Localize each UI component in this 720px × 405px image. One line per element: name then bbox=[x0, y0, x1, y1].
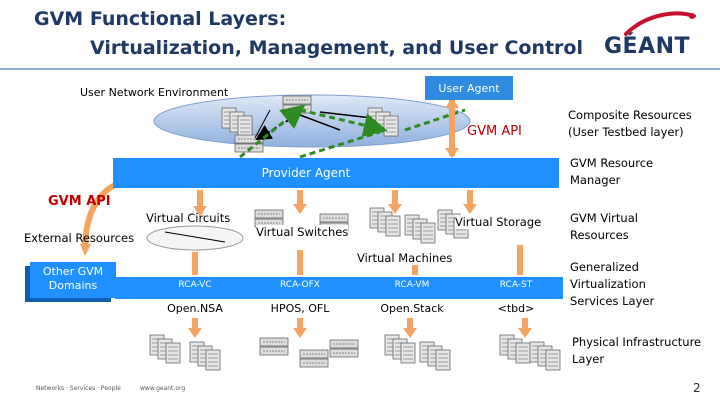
rca-vm-label: RCA-VM bbox=[394, 280, 430, 290]
page-number: 2 bbox=[693, 381, 701, 395]
gvm-virtual-resources-label: GVM Virtual Resources bbox=[570, 211, 638, 242]
virtual-storage-label: Virtual Storage bbox=[455, 215, 542, 229]
provider-agent-label: Provider Agent bbox=[261, 166, 351, 180]
impl-hpos-ofl: HPOS, OFL bbox=[270, 302, 330, 315]
footer-url: www.geant.org bbox=[140, 385, 186, 392]
other-gvm-domains-box: Other GVM Domains bbox=[30, 262, 116, 298]
slide-title-line1: GVM Functional Layers: bbox=[34, 8, 287, 30]
composite-resources-label: Composite Resources (User Testbed layer) bbox=[568, 108, 692, 139]
user-environment-ellipse bbox=[153, 94, 471, 148]
slide-title-line2: Virtualization, Management, and User Con… bbox=[90, 37, 583, 59]
virtual-circuits-label: Virtual Circuits bbox=[146, 211, 231, 225]
impl-opennsa: Open.NSA bbox=[167, 302, 223, 315]
virtual-machines-label: Virtual Machines bbox=[357, 251, 453, 265]
rca-ofx-label: RCA-OFX bbox=[280, 280, 320, 290]
rca-vc-label: RCA-VC bbox=[178, 280, 212, 290]
geant-logo: GÉANT bbox=[604, 34, 691, 59]
external-resources-label: External Resources bbox=[24, 231, 135, 245]
impl-openstack: Open.Stack bbox=[380, 302, 444, 315]
geant-logo-swoosh-icon bbox=[624, 11, 696, 36]
header-divider bbox=[0, 68, 720, 70]
provider-agent-bar: Provider Agent bbox=[113, 158, 559, 188]
user-agent-box: User Agent bbox=[425, 76, 513, 100]
rca-st-label: RCA-ST bbox=[499, 280, 533, 290]
user-network-environment-label: User Network Environment bbox=[80, 86, 229, 99]
virtual-switches-label: Virtual Switches bbox=[256, 225, 349, 239]
footer-tagline: Networks · Services · People bbox=[36, 385, 121, 392]
rca-bar bbox=[115, 277, 563, 299]
gvm-resource-manager-label: GVM Resource Manager bbox=[570, 156, 654, 187]
physical-infrastructure-label: Physical Infrastructure Layer bbox=[572, 335, 702, 366]
generalized-services-layer-label: Generalized Virtualization Services Laye… bbox=[570, 260, 655, 308]
impl-tbd: <tbd> bbox=[497, 302, 535, 315]
gvm-api-left-label: GVM API bbox=[48, 194, 111, 209]
gvm-api-top-label: GVM API bbox=[467, 124, 522, 139]
